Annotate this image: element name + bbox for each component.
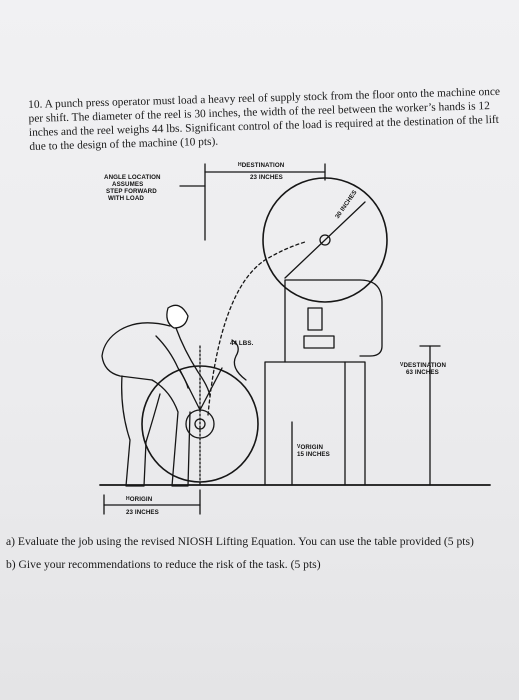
weight-label: 44 LBS.	[230, 340, 254, 347]
h-origin-text: ORIGIN	[129, 496, 153, 503]
step-forward-text: STEP FORWARD	[106, 188, 157, 195]
v-origin-mark: V	[297, 444, 301, 450]
worker-arm	[175, 327, 211, 397]
v-destination-label: VDESTINATION 63 INCHES	[400, 362, 446, 376]
angle-location-label: ANGLE LOCATION ASSUMES STEP FORWARD WITH…	[104, 174, 161, 202]
v-destination-value: 63 INCHES	[406, 369, 439, 376]
worker-back	[101, 322, 171, 381]
question-10: 10. A punch press operator must load a h…	[28, 85, 507, 154]
worker-leg-back	[121, 375, 161, 487]
machine-arm	[284, 279, 383, 363]
part-b: b) Give your recommendations to reduce t…	[6, 558, 321, 571]
h-origin-label: HORIGIN 23 INCHES	[126, 496, 159, 516]
worker-arm-rear	[155, 335, 189, 389]
with-load-text: WITH LOAD	[108, 195, 144, 202]
question-parts: a) Evaluate the job using the revised NI…	[6, 535, 516, 581]
lifting-diagram: ANGLE LOCATION ASSUMES STEP FORWARD WITH…	[60, 150, 519, 530]
motion-curve	[231, 339, 247, 381]
h-origin-mark: H	[126, 496, 130, 502]
v-origin-label: VORIGIN 15 INCHES	[297, 444, 330, 458]
v-destination-mark: V	[400, 362, 404, 368]
h-destination-label: HDESTINATION 23 INCHES	[238, 162, 284, 181]
part-a: a) Evaluate the job using the revised NI…	[6, 535, 474, 548]
lift-path	[207, 241, 306, 416]
reel-destination-hub	[319, 234, 331, 246]
v-destination-text: DESTINATION	[403, 362, 447, 369]
h-destination-text: DESTINATION	[241, 162, 285, 169]
h-destination-mark: H	[238, 162, 242, 168]
worker-leg-front	[151, 379, 191, 487]
v-origin-text: ORIGIN	[300, 444, 324, 451]
angle-location-text: ANGLE LOCATION	[104, 174, 161, 181]
question-number: 10.	[28, 98, 43, 111]
worker-head	[166, 304, 189, 329]
reel-origin-spokes	[179, 367, 223, 411]
h-origin-value: 23 INCHES	[126, 509, 159, 516]
machine-base	[264, 361, 366, 486]
reel-diameter-line	[284, 201, 366, 279]
h-destination-value: 23 INCHES	[250, 174, 283, 181]
assumes-text: ASSUMES	[112, 181, 144, 188]
press-die	[303, 335, 335, 349]
press-ram	[307, 307, 323, 331]
question-text: A punch press operator must load a heavy…	[28, 85, 501, 153]
lifting-diagram-drawing	[99, 163, 491, 515]
v-origin-value: 15 INCHES	[297, 451, 330, 458]
